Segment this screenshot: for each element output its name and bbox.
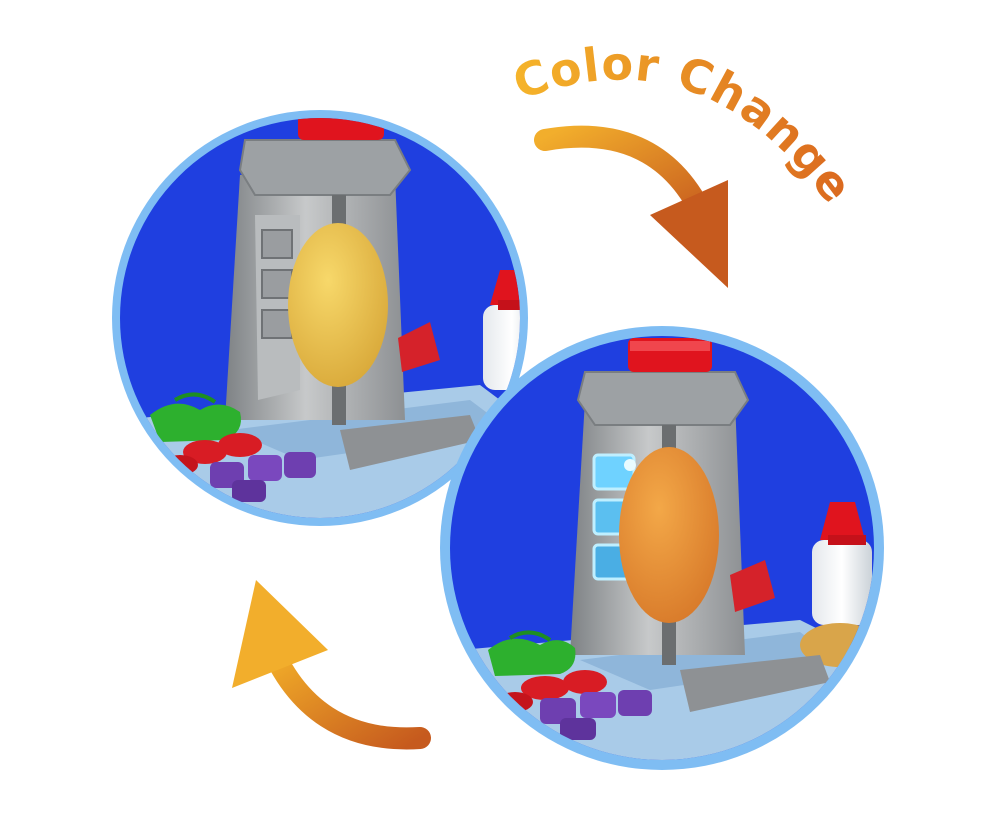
photo-before-color-change <box>112 110 528 526</box>
lettuce-pieces-after <box>488 630 576 676</box>
lettuce-pieces <box>150 392 241 442</box>
cabbage-pieces <box>210 452 316 502</box>
cabbage-pieces-after <box>540 690 652 740</box>
arrow-down-right-icon <box>534 125 728 288</box>
photo-after-color-change <box>440 326 884 770</box>
arrow-up-left-icon <box>232 580 431 750</box>
